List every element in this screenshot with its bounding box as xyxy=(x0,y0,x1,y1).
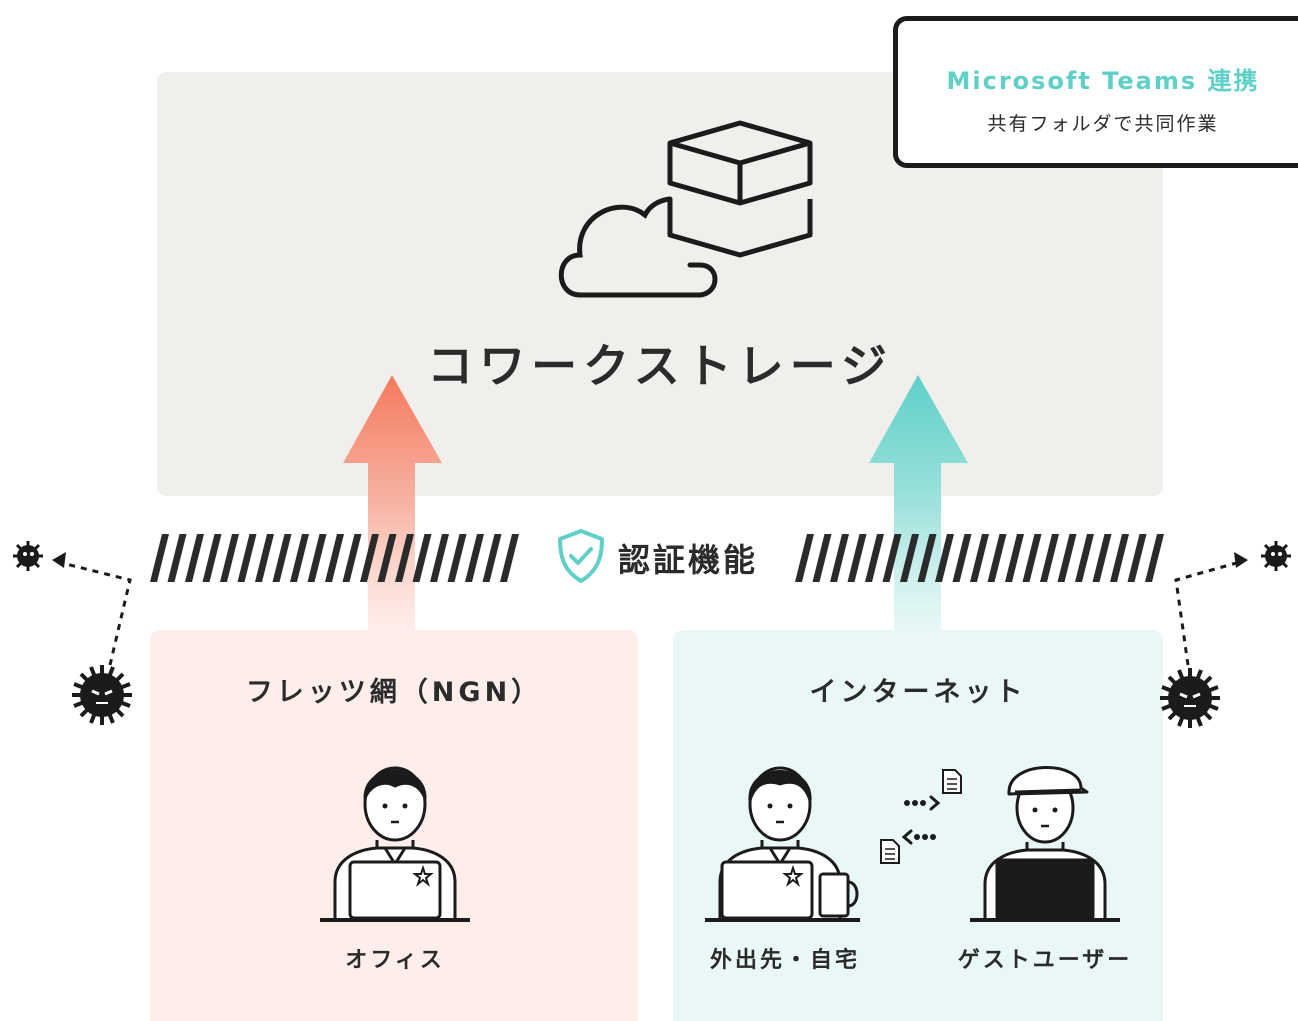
barrier-stripe xyxy=(377,534,397,582)
star-icon xyxy=(782,864,804,887)
barrier-stripe xyxy=(900,534,919,582)
teams-callout-subtitle: 共有フォルダで共同作業 xyxy=(987,113,1219,135)
barrier-stripe xyxy=(167,534,187,582)
teams-callout-title: Microsoft Teams 連携 xyxy=(946,67,1260,95)
barrier-stripe xyxy=(1110,534,1129,582)
barrier-stripe xyxy=(1022,534,1042,582)
barrier-stripe xyxy=(237,534,257,582)
barrier-stripe xyxy=(430,534,449,582)
barrier-stripe xyxy=(307,534,327,582)
star-icon xyxy=(412,864,434,887)
virus-icon xyxy=(1160,668,1220,728)
file-exchange-illustration xyxy=(880,769,962,864)
barrier-stripe xyxy=(290,534,309,582)
barrier-stripe xyxy=(830,534,849,582)
barrier-stripe xyxy=(202,534,222,582)
document-icon xyxy=(942,769,962,794)
storage-box-icon xyxy=(667,120,813,258)
barrier-stripe xyxy=(1057,534,1077,582)
barrier-stripe xyxy=(987,534,1007,582)
guest-person-illustration xyxy=(970,766,1120,922)
barrier-stripe xyxy=(1127,534,1147,582)
barrier-stripe xyxy=(847,534,867,582)
arrow-ngn xyxy=(343,375,442,630)
barrier-stripe xyxy=(865,534,884,582)
barrier-stripe xyxy=(272,534,292,582)
auth-label: 認証機能 xyxy=(618,541,759,579)
office-label: オフィス xyxy=(345,948,445,973)
remote-person-illustration xyxy=(705,766,860,922)
barrier-stripe xyxy=(882,534,902,582)
barrier-stripe xyxy=(150,534,169,582)
cloud-storage-icon xyxy=(558,120,813,298)
barrier-stripe xyxy=(812,534,832,582)
arrow-internet xyxy=(869,375,968,630)
shield-check-icon xyxy=(558,529,604,583)
barrier-stripe xyxy=(1075,534,1094,582)
barrier-stripe xyxy=(412,534,432,582)
barrier-stripe xyxy=(325,534,344,582)
barrier-stripe xyxy=(795,534,814,582)
barrier-stripe xyxy=(970,534,989,582)
barrier-stripe xyxy=(935,534,954,582)
barrier-stripe xyxy=(1005,534,1024,582)
barrier-stripe xyxy=(1145,534,1164,582)
barrier-stripe xyxy=(917,534,937,582)
barrier-stripe xyxy=(185,534,204,582)
storage-title: コワークストレージ xyxy=(427,339,893,393)
guest-label: ゲストユーザー xyxy=(957,948,1133,973)
teams-callout: Microsoft Teams 連携 共有フォルダで共同作業 xyxy=(893,16,1298,168)
barrier-stripe xyxy=(447,534,467,582)
barrier-stripe xyxy=(220,534,239,582)
barrier-stripe xyxy=(465,534,484,582)
document-icon xyxy=(880,839,900,864)
ngn-title: フレッツ網（NGN） xyxy=(245,677,543,708)
virus-icon xyxy=(72,665,132,725)
firewall-stripes-right xyxy=(795,534,1164,582)
firewall-stripes-left xyxy=(150,534,519,582)
virus-icon xyxy=(1261,541,1291,571)
barrier-stripe xyxy=(482,534,502,582)
barrier-stripe xyxy=(255,534,274,582)
barrier-stripe xyxy=(360,534,379,582)
office-person-illustration xyxy=(320,766,470,922)
barrier-stripe xyxy=(500,534,519,582)
barrier-stripe xyxy=(1092,534,1112,582)
virus-icon xyxy=(13,541,43,571)
remote-label: 外出先・自宅 xyxy=(709,948,860,973)
barrier-stripe xyxy=(1040,534,1059,582)
internet-title: インターネット xyxy=(809,677,1027,708)
barrier-stripe xyxy=(952,534,972,582)
virus-attack-right xyxy=(1160,541,1291,728)
virus-attack-left xyxy=(13,541,132,725)
barrier-stripe xyxy=(395,534,414,582)
cloud-icon xyxy=(558,196,718,298)
barrier-stripe xyxy=(342,534,362,582)
